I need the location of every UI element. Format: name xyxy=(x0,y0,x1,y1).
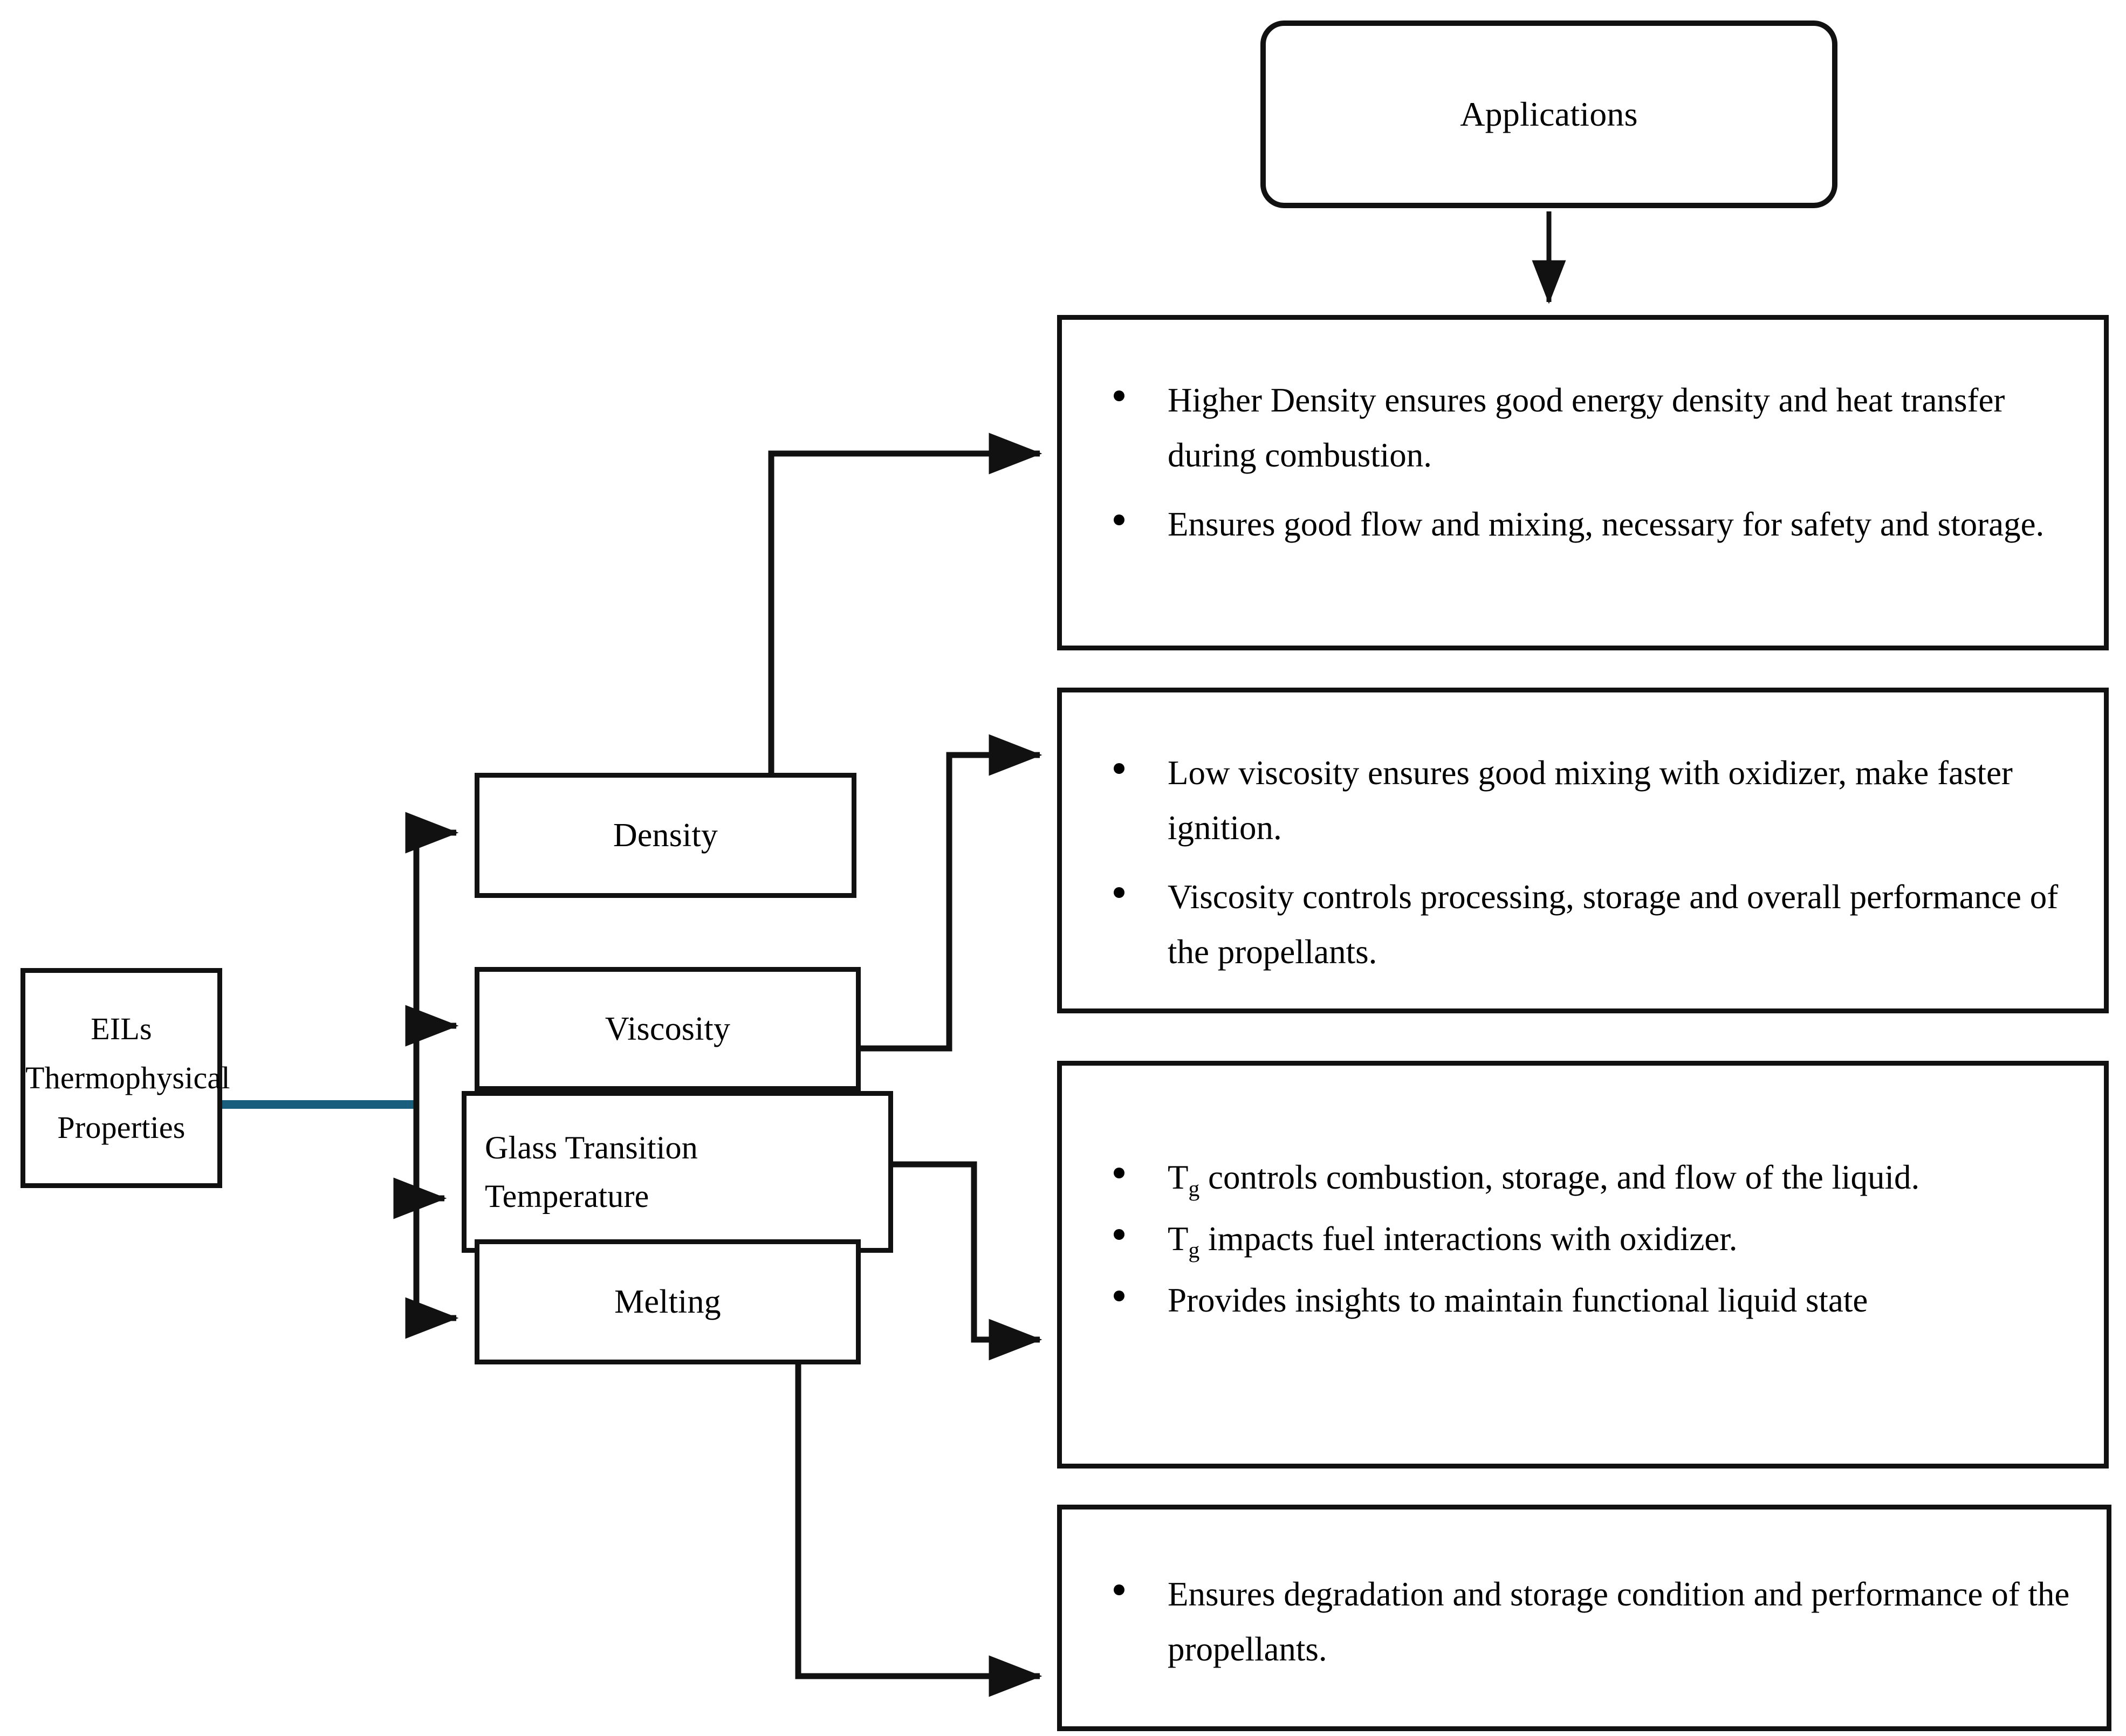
connector-melting-to-detail xyxy=(795,1364,1043,1697)
bullet-text: Tg impacts fuel interactions with oxidiz… xyxy=(1168,1220,1738,1262)
detail-box-density: Higher Density ensures good energy densi… xyxy=(1057,315,2109,650)
bullet-dot-icon xyxy=(1114,1290,1124,1301)
property-node-density[interactable]: Density xyxy=(475,773,856,898)
property-node-melting[interactable]: Melting xyxy=(475,1239,861,1364)
bullet-text: Higher Density ensures good energy densi… xyxy=(1168,381,2005,475)
bullet-text: Low viscosity ensures good mixing with o… xyxy=(1168,754,2013,847)
detail-box-melting: Ensures degradation and storage conditio… xyxy=(1057,1505,2111,1731)
bullet-text: Provides insights to maintain functional… xyxy=(1168,1281,1868,1320)
root-node-eils-thermophysical-properties[interactable]: EILs Thermophysical Properties xyxy=(20,968,230,1188)
property-node-glass-transition-temperature-label: Glass Transition Temperature xyxy=(485,1130,698,1214)
bullet-text: Ensures good flow and mixing, necessary … xyxy=(1168,505,2045,544)
property-node-melting-label: Melting xyxy=(614,1283,721,1320)
bullet-dot-icon xyxy=(1114,1229,1124,1240)
detail-box-glass-transition-temperature: Tg controls combustion, storage, and flo… xyxy=(1057,1061,2109,1469)
bullet-dot-icon xyxy=(1114,763,1124,774)
bullet-dot-icon xyxy=(1114,1167,1124,1178)
connector-glass-to-detail xyxy=(893,1161,1043,1361)
bullet-item: Ensures good flow and mixing, necessary … xyxy=(1083,497,2082,552)
bullet-item: Tg impacts fuel interactions with oxidiz… xyxy=(1083,1211,2082,1266)
bullet-item: Higher Density ensures good energy densi… xyxy=(1083,373,2082,483)
property-node-glass-transition-temperature[interactable]: Glass Transition Temperature xyxy=(462,1091,893,1253)
detail-bullet-list-glass: Tg controls combustion, storage, and flo… xyxy=(1083,1150,2082,1328)
bullet-dot-icon xyxy=(1114,1584,1124,1595)
detail-bullet-list-melting: Ensures degradation and storage conditio… xyxy=(1083,1567,2085,1677)
detail-bullet-list-viscosity: Low viscosity ensures good mixing with o… xyxy=(1083,745,2082,979)
bullet-dot-icon xyxy=(1114,887,1124,898)
detail-box-viscosity: Low viscosity ensures good mixing with o… xyxy=(1057,688,2109,1013)
bullet-text: Viscosity controls processing, storage a… xyxy=(1168,878,2059,971)
applications-node[interactable]: Applications xyxy=(1260,20,1837,208)
bullet-text: Tg controls combustion, storage, and flo… xyxy=(1168,1158,1920,1201)
bullet-dot-icon xyxy=(1114,514,1124,525)
applications-node-label: Applications xyxy=(1460,94,1638,133)
property-node-viscosity-label: Viscosity xyxy=(605,1010,731,1047)
bullet-dot-icon xyxy=(1114,390,1124,401)
bullet-item: Ensures degradation and storage conditio… xyxy=(1083,1567,2085,1677)
bullet-item: Low viscosity ensures good mixing with o… xyxy=(1083,745,2082,855)
root-node-label: EILs Thermophysical Properties xyxy=(25,1011,230,1145)
bullet-text: Ensures degradation and storage conditio… xyxy=(1168,1575,2070,1669)
connector-density-to-detail xyxy=(768,433,1043,773)
connector-viscosity-to-detail xyxy=(861,734,1043,1052)
property-node-viscosity[interactable]: Viscosity xyxy=(475,967,861,1091)
bullet-item: Viscosity controls processing, storage a… xyxy=(1083,869,2082,979)
bullet-item: Tg controls combustion, storage, and flo… xyxy=(1083,1150,2082,1205)
property-node-density-label: Density xyxy=(613,816,718,854)
bullet-item: Provides insights to maintain functional… xyxy=(1083,1273,2082,1328)
detail-bullet-list-density: Higher Density ensures good energy densi… xyxy=(1083,373,2082,552)
